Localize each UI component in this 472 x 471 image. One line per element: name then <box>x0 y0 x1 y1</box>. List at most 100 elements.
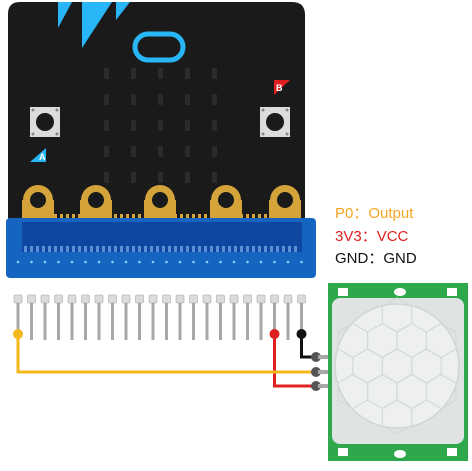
led <box>185 172 190 183</box>
led <box>158 120 163 131</box>
pin-label: 14 <box>203 282 211 291</box>
slot-tooth <box>120 246 123 252</box>
header-pin <box>124 300 128 340</box>
pin-label: 10 <box>149 282 157 291</box>
connector-via <box>70 260 74 264</box>
header-pin <box>97 300 101 340</box>
slot-tooth <box>90 246 93 252</box>
pin-label: 7 <box>110 282 114 291</box>
header-pin-base <box>81 294 90 304</box>
legend-output: P0：Output <box>335 205 414 222</box>
sensor-pin <box>318 355 332 359</box>
wire-output-endpoint <box>311 367 321 377</box>
pin-label: 4 <box>70 282 74 291</box>
led <box>104 172 109 183</box>
led <box>185 68 190 79</box>
slot-tooth <box>252 246 255 252</box>
pin-label: 9 <box>137 282 141 291</box>
header-pin-base <box>40 294 50 304</box>
slot-tooth <box>114 246 117 252</box>
header-pin-base <box>108 294 117 304</box>
led <box>158 172 163 183</box>
connector-via <box>57 260 60 264</box>
button-b-label: B <box>276 83 283 93</box>
pin-label: GND <box>299 278 306 293</box>
sensor-dome <box>334 303 460 429</box>
led <box>158 146 163 157</box>
connector-via <box>151 260 155 264</box>
led <box>185 120 190 131</box>
slot-tooth <box>60 246 63 252</box>
slot-tooth <box>198 246 201 252</box>
header-pin <box>286 300 290 340</box>
header-pin-base <box>270 294 279 304</box>
led <box>104 68 109 79</box>
connector-via <box>300 260 303 264</box>
slot-tooth <box>186 246 189 252</box>
header-pins <box>13 260 306 340</box>
slot-tooth <box>204 246 207 252</box>
slot-tooth <box>288 246 291 252</box>
slot-tooth <box>156 246 159 252</box>
connector-via <box>16 260 20 264</box>
pin-label: 19 <box>243 282 251 291</box>
led <box>104 146 109 157</box>
slot-tooth <box>96 246 99 252</box>
connector-via <box>192 260 195 264</box>
header-pin <box>84 300 87 340</box>
pin-label: 2 <box>43 282 47 291</box>
header-pin-base <box>202 294 212 304</box>
legend-gnd: GND：GND <box>335 250 417 267</box>
led <box>185 146 190 157</box>
sensor-dome-facets <box>337 297 457 435</box>
pin-label: 3 <box>56 282 60 291</box>
led <box>131 146 136 157</box>
header-pin-base <box>13 294 23 304</box>
slot-tooth <box>78 246 81 252</box>
connector-via <box>43 260 47 264</box>
button-a-marker <box>30 148 46 162</box>
connector-via <box>178 260 182 264</box>
pin-label: 5 <box>83 282 87 291</box>
dome-facet <box>425 373 457 410</box>
slot-tooth <box>258 246 261 252</box>
header-pin <box>232 300 236 340</box>
slot-tooth <box>54 246 57 252</box>
slot-tooth <box>126 246 129 252</box>
connector-via <box>232 260 236 264</box>
led <box>212 172 217 183</box>
led <box>131 68 136 79</box>
pin-label: 11 <box>163 282 171 291</box>
connector-via <box>219 260 222 264</box>
slot-tooth <box>72 246 75 252</box>
sensor-mount-hole <box>447 288 457 296</box>
led <box>212 120 217 131</box>
header-pin <box>138 300 141 340</box>
corner-accent <box>58 2 72 28</box>
pin-label: 6 <box>97 282 101 291</box>
header-pin <box>43 300 47 340</box>
header-pin-base <box>216 294 225 304</box>
edge-pad-hole <box>30 192 46 208</box>
led <box>158 68 163 79</box>
connector-via <box>124 260 128 264</box>
led-matrix <box>104 68 217 183</box>
slot-tooth <box>108 246 111 252</box>
led <box>131 172 136 183</box>
corner-accent <box>82 2 112 48</box>
header-pin <box>300 300 303 340</box>
slot-tooth <box>24 246 27 252</box>
connector-via <box>30 260 33 264</box>
header-pin-base <box>27 294 36 304</box>
wire-gnd-joint <box>296 329 307 339</box>
led <box>185 94 190 105</box>
connector-slot-teeth <box>24 246 297 252</box>
wire-vcc-joint <box>269 329 280 339</box>
pin-label: 8 <box>124 282 128 291</box>
sensor-mount-hole <box>447 448 457 456</box>
connector-via <box>246 260 249 264</box>
